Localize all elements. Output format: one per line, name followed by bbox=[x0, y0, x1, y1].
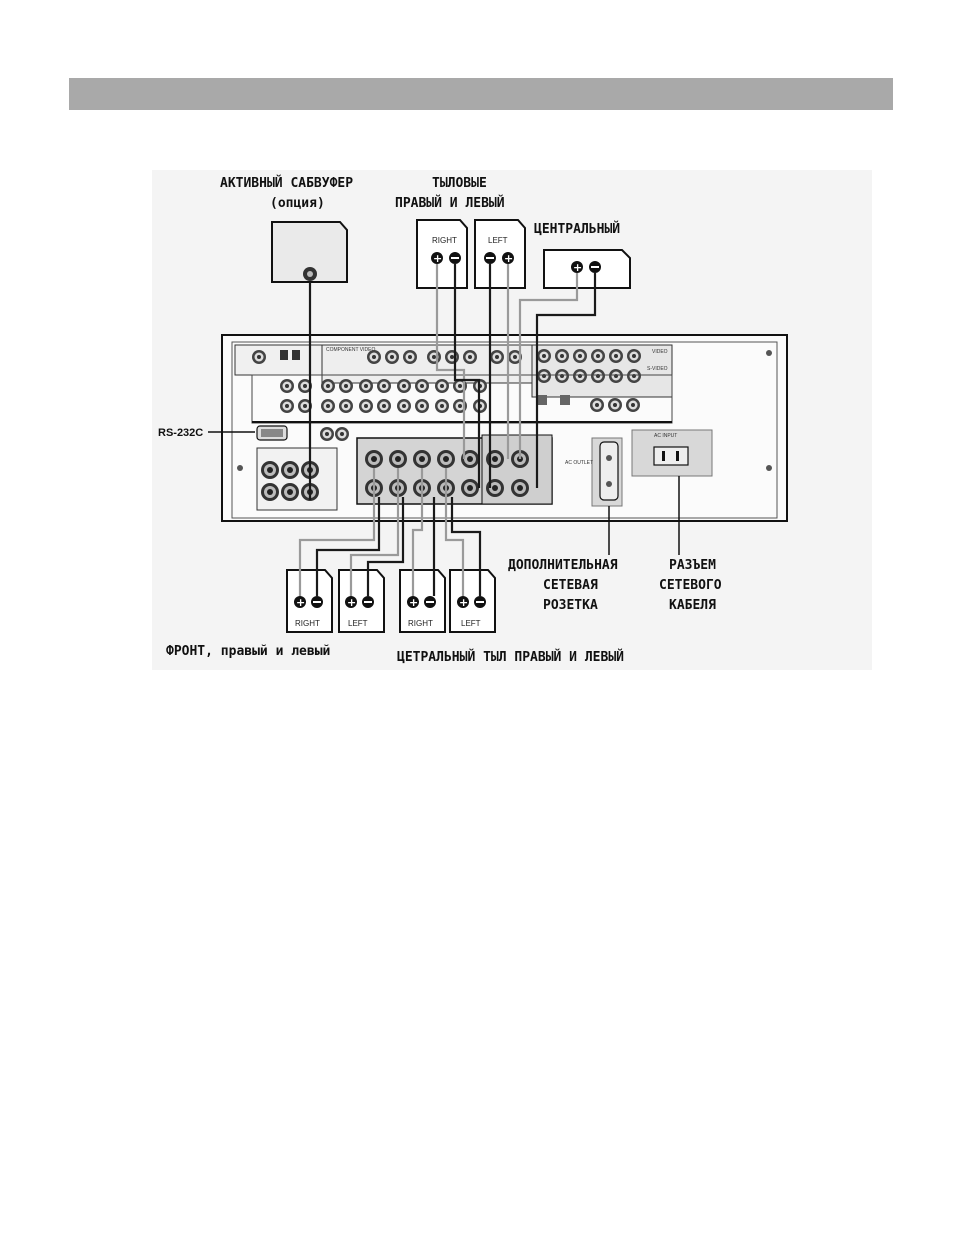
svg-text:+: + bbox=[409, 596, 418, 609]
subwoofer-box bbox=[272, 222, 347, 282]
rear-left-label: LEFT bbox=[488, 236, 508, 245]
rs232c-label: RS-232C bbox=[158, 427, 203, 439]
video-label: VIDEO bbox=[652, 349, 668, 355]
svg-text:+: + bbox=[433, 252, 442, 265]
front-left-label: LEFT bbox=[348, 619, 368, 628]
front-caption: ФРОНТ, правый и левый bbox=[166, 644, 330, 659]
rear-right-label: RIGHT bbox=[432, 236, 457, 245]
power-cable-label-line2: СЕТЕВОГО bbox=[659, 578, 722, 593]
connection-diagram: АКТИВНЫЙ САБВУФЕР (опция) ТЫЛОВЫЕ ПРАВЫЙ… bbox=[152, 170, 872, 670]
svg-text:+: + bbox=[296, 596, 305, 609]
svg-text:+: + bbox=[504, 252, 513, 265]
rear-label-line1: ТЫЛОВЫЕ bbox=[432, 176, 487, 191]
rear-label-line2: ПРАВЫЙ И ЛЕВЫЙ bbox=[395, 195, 505, 211]
svg-text:+: + bbox=[459, 596, 468, 609]
ac-outlet-label: AC OUTLET bbox=[565, 460, 593, 466]
receiver-rear-panel: COMPONENT VIDEO VIDEO S-VIDEO bbox=[222, 335, 787, 521]
ac-input-label: AC INPUT bbox=[654, 433, 677, 439]
center-rear-caption: ЦЕТРАЛЬНЫЙ ТЫЛ ПРАВЫЙ И ЛЕВЫЙ bbox=[397, 649, 624, 665]
aux-outlet-label-line2: СЕТЕВАЯ bbox=[543, 578, 598, 593]
front-left-speaker: + LEFT bbox=[339, 570, 384, 632]
power-cable-label-line1: РАЗЪЕМ bbox=[669, 558, 716, 573]
center-speaker: + bbox=[544, 250, 630, 288]
s-video-label: S-VIDEO bbox=[647, 366, 668, 372]
aux-outlet-label-line3: РОЗЕТКА bbox=[543, 598, 598, 613]
front-right-label: RIGHT bbox=[295, 619, 320, 628]
center-rear-right-speaker: + RIGHT bbox=[400, 570, 445, 632]
aux-outlet-label-line1: ДОПОЛНИТЕЛЬНАЯ bbox=[508, 558, 618, 573]
header-bar bbox=[69, 78, 893, 110]
center-rear-right-label: RIGHT bbox=[408, 619, 433, 628]
subwoofer-label-line2: (опция) bbox=[270, 196, 325, 211]
svg-text:+: + bbox=[573, 261, 582, 274]
front-right-speaker: + RIGHT bbox=[287, 570, 332, 632]
rear-left-speaker: LEFT + bbox=[475, 220, 525, 288]
component-video-label: COMPONENT VIDEO bbox=[326, 347, 375, 353]
svg-text:+: + bbox=[347, 596, 356, 609]
center-label: ЦЕНТРАЛЬНЫЙ bbox=[534, 221, 620, 237]
rear-right-speaker: RIGHT + bbox=[417, 220, 467, 288]
subwoofer-label-line1: АКТИВНЫЙ САБВУФЕР bbox=[220, 175, 353, 191]
power-cable-label-line3: КАБЕЛЯ bbox=[669, 598, 716, 613]
center-rear-left-speaker: + LEFT bbox=[450, 570, 495, 632]
center-rear-left-label: LEFT bbox=[461, 619, 481, 628]
